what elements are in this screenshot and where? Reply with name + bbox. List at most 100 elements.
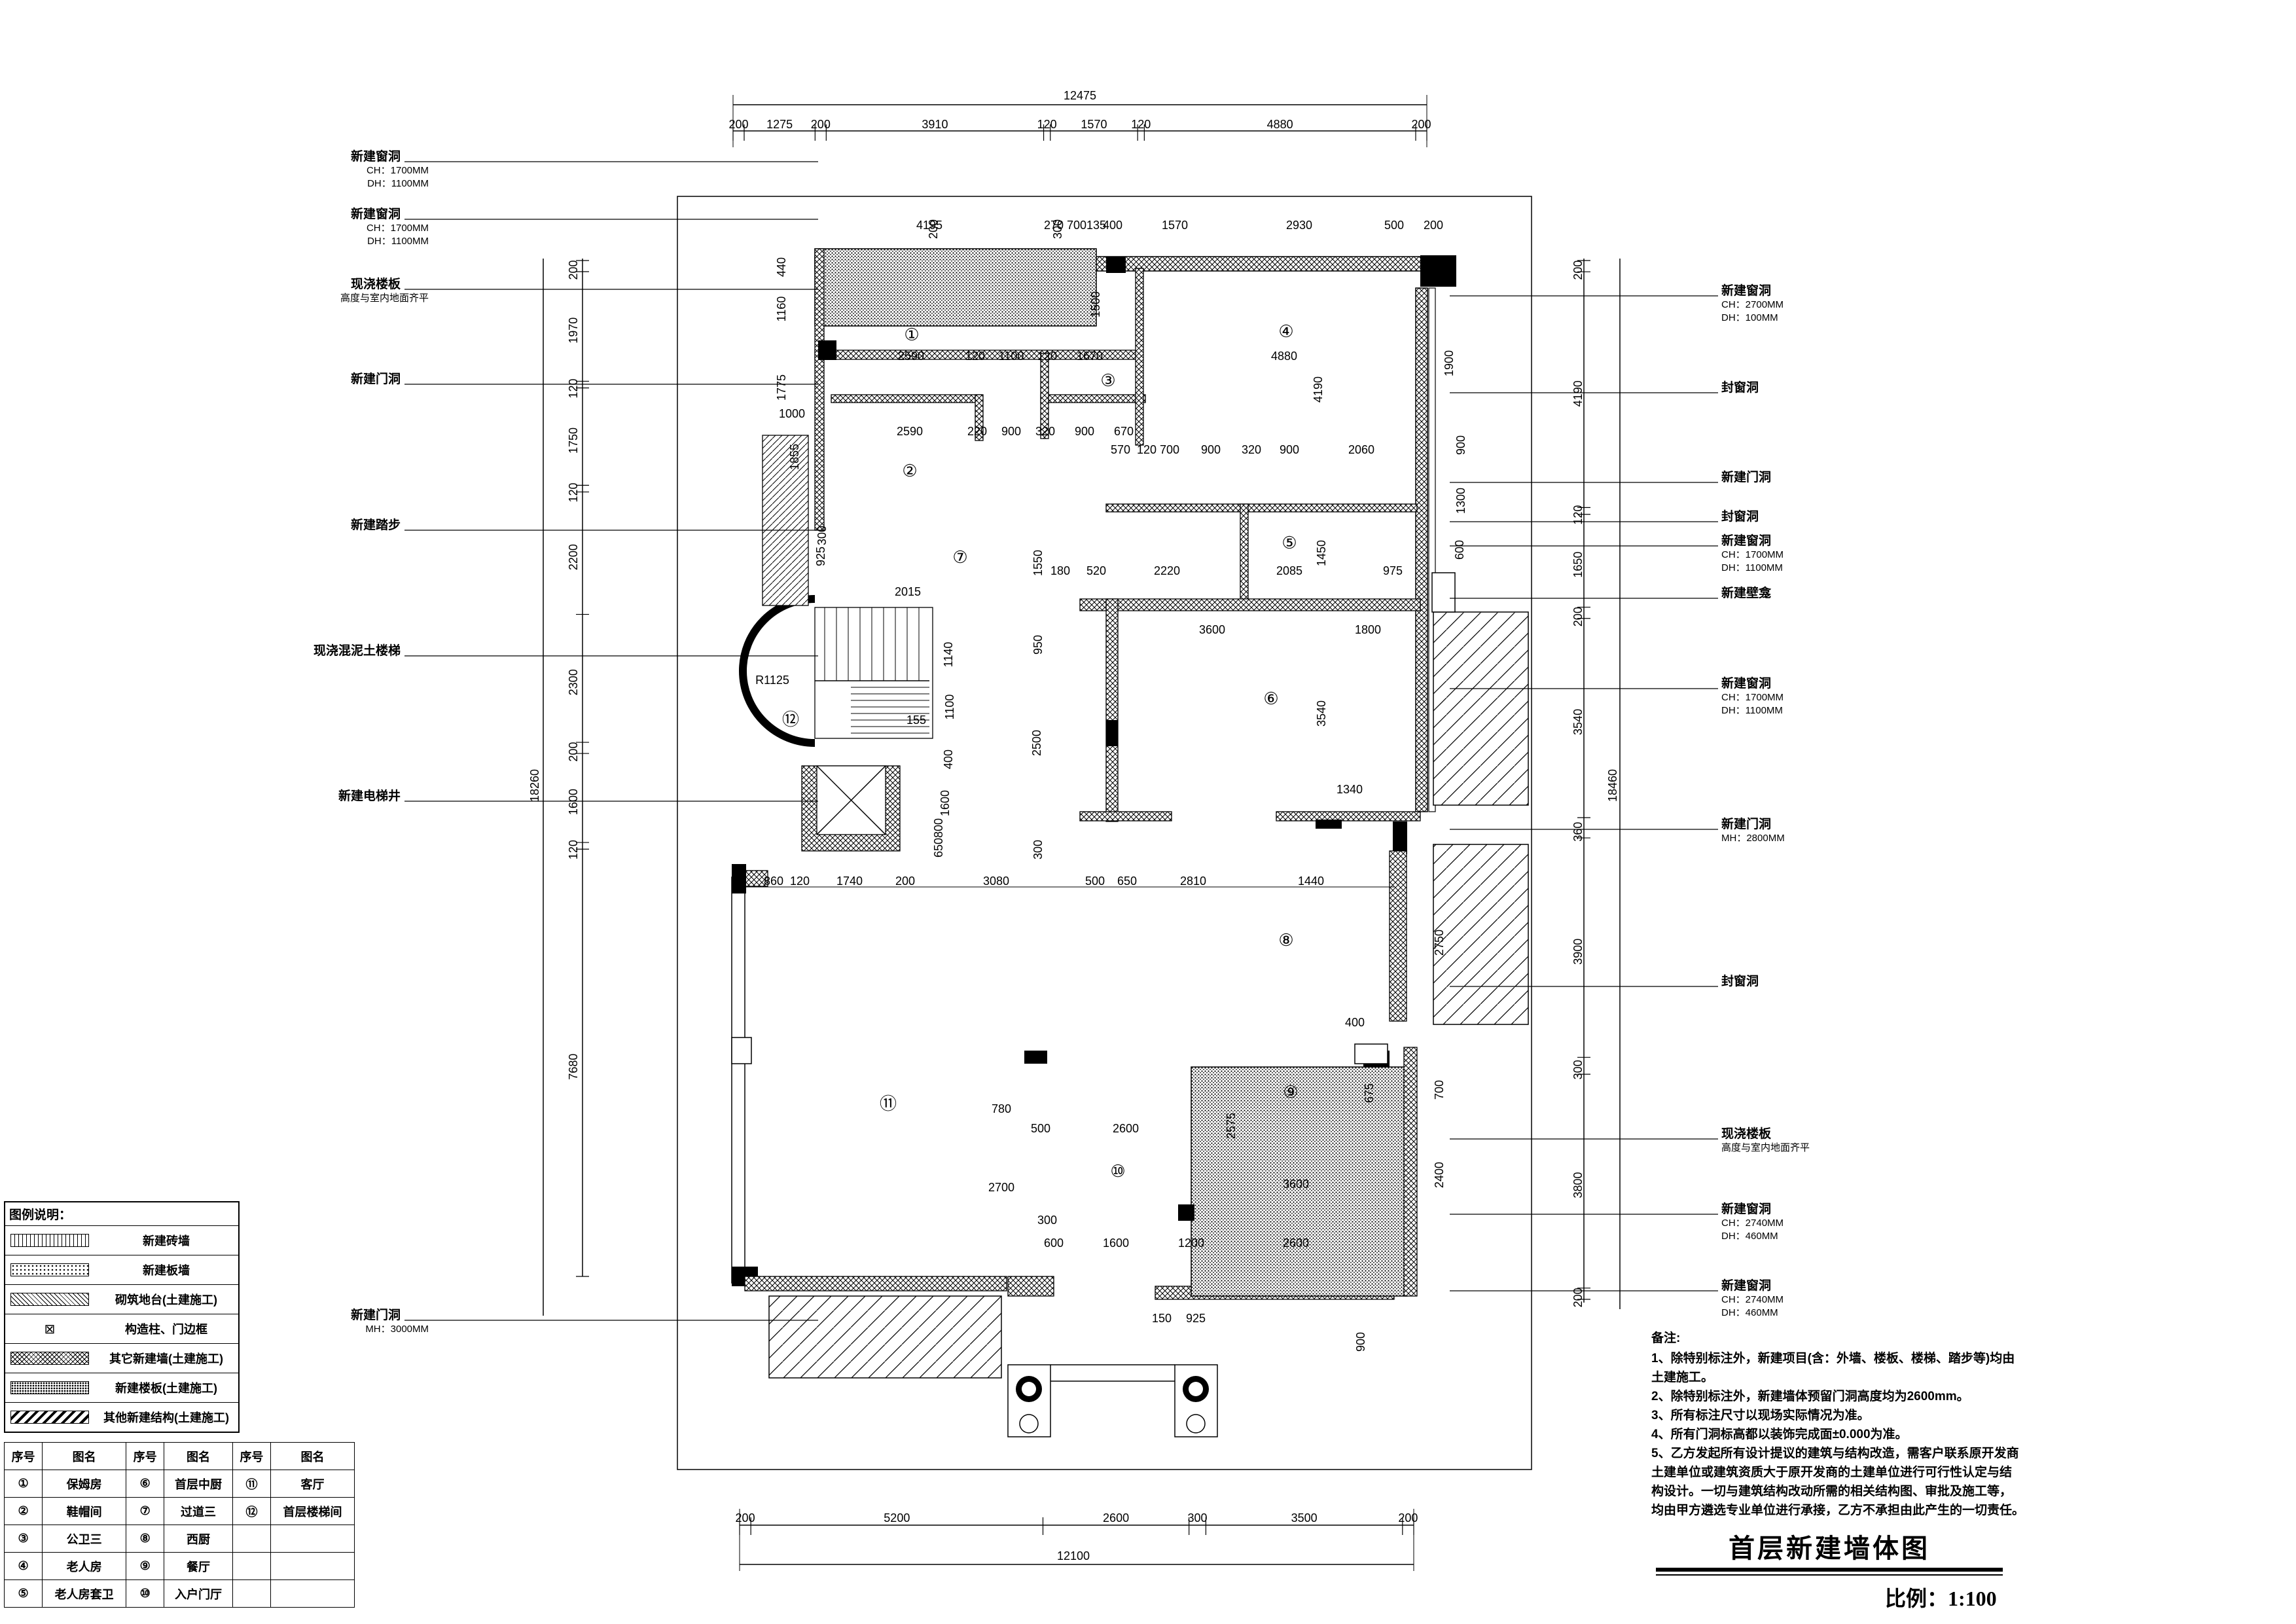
table-cell: 西厨 (164, 1525, 233, 1553)
inner-dimension-text: 860 (764, 875, 783, 888)
dimension-text: 300 (1571, 1060, 1585, 1079)
inner-dimension-text: 1800 (1355, 623, 1381, 636)
inner-dimension-text: 300 (1051, 219, 1064, 239)
inner-dimension-text: 600 (1453, 540, 1466, 560)
inner-dimension-text: 3540 (1315, 700, 1328, 727)
inner-dimension-text: 1775 (775, 374, 788, 401)
inner-dimension-text: 500 (1031, 1122, 1050, 1135)
dimension-text: 4880 (1267, 118, 1293, 131)
note-line: 构设计。一切与建筑结构改动所需的相关结构图、审批及施工等， (1651, 1485, 2013, 1498)
inner-dimension-text: 220 (967, 425, 987, 438)
room-10-label: ⑩ (1110, 1161, 1125, 1181)
legend-label: 其他新建结构(土建施工) (103, 1411, 229, 1424)
inner-dimension-text: 2700 (988, 1181, 1014, 1194)
callout-detail: 高度与室内地面齐平 (340, 293, 429, 304)
callout-title: 新建壁龛 (1721, 585, 1772, 600)
callout-detail: DH：1100MM (1721, 705, 1783, 716)
callout-title: 封窗洞 (1721, 509, 1759, 524)
dimension-text: 3900 (1571, 939, 1585, 965)
callout-title: 封窗洞 (1721, 380, 1759, 395)
dimension-text: 1275 (766, 118, 793, 131)
callout-detail: CH：1700MM (367, 165, 429, 176)
dimension-text: 1750 (567, 427, 580, 454)
callout-title: 新建窗洞 (1721, 533, 1771, 548)
callout-title: 现浇楼板 (1721, 1126, 1772, 1141)
inner-dimension-text: 155 (906, 713, 926, 727)
dimension-text: 7680 (567, 1054, 580, 1080)
legend-row-brick: 新建砖墙 (5, 1226, 238, 1255)
inner-dimension-text: 200 (895, 875, 915, 888)
table-cell: 公卫三 (42, 1525, 127, 1553)
note-line: 均由甲方遴选专业单位进行承接，乙方不承担由此产生的一切责任。 (1651, 1504, 2025, 1517)
inner-dimension-text: 780 (992, 1102, 1011, 1115)
note-line: 土建单位或建筑资质大于原开发商的土建单位进行可行性认定与结 (1651, 1466, 2013, 1479)
dimension-text: 1600 (567, 789, 580, 815)
note-line: 土建施工。 (1651, 1371, 1714, 1384)
inner-dimension-text: 650 (932, 838, 945, 857)
table-cell: ⑤ (3, 1579, 43, 1608)
inner-dimension-text: 900 (1075, 425, 1094, 438)
inner-dimension-text: 1855 (788, 444, 801, 470)
dimension-text: 200 (1571, 261, 1585, 280)
callout-detail: CH：1700MM (1721, 549, 1784, 560)
inner-dimension-text: 1570 (1162, 219, 1188, 232)
callout-detail: CH：1700MM (1721, 692, 1784, 703)
inner-dimension-text: 950 (1031, 635, 1045, 655)
dimension-text: 120 (567, 840, 580, 859)
table-cell: ① (3, 1470, 43, 1498)
inner-dimension-text: 500 (1384, 219, 1404, 232)
dimension-text: 120 (567, 379, 580, 399)
callout-detail: DH：460MM (1721, 1307, 1778, 1318)
callout-title: 新建窗洞 (1721, 676, 1771, 691)
table-cell: ⑫ (232, 1497, 272, 1525)
table-header: 图名 (270, 1442, 355, 1470)
dimension-text: 200 (1571, 607, 1585, 626)
drawing-frame (677, 196, 1532, 1470)
inner-dimension-text: 675 (1363, 1083, 1376, 1103)
table-cell: 入户门厅 (164, 1579, 233, 1608)
table-cell (270, 1579, 355, 1608)
inner-dimension-text: 120 (1037, 350, 1057, 363)
inner-dimension-text: 2575 (1225, 1113, 1238, 1139)
inner-dimension-text: 650 (1117, 875, 1137, 888)
callout-title: 新建窗洞 (1721, 1278, 1771, 1293)
dimension-text: 4190 (1571, 380, 1585, 406)
inner-dimension-text: 200 (927, 219, 940, 239)
drawing-title: 首层新建墙体图 (1729, 1534, 1930, 1563)
inner-dimension-text: 1000 (779, 407, 805, 420)
dimension-text: 200 (1411, 118, 1431, 131)
dimension-text: 120 (1131, 118, 1151, 131)
inner-dimension-text: 2930 (1286, 219, 1312, 232)
left-callouts: 新建窗洞CH：1700MMDH：1100MM新建窗洞CH：1700MMDH：11… (314, 149, 818, 1335)
dimension-text: 3500 (1291, 1511, 1318, 1525)
table-cell: ⑩ (126, 1579, 165, 1608)
table-cell: ⑥ (126, 1470, 165, 1498)
callout-detail: DH：1100MM (367, 236, 429, 247)
callout-title: 新建窗洞 (1721, 283, 1771, 298)
dimension-text: 1570 (1081, 118, 1107, 131)
inner-dimension-text: 320 (1242, 443, 1261, 456)
inner-dimension-text: 300 (1031, 840, 1045, 859)
inner-dimension-text: 700 (1160, 443, 1179, 456)
column-symbol-icon: ⊠ (44, 1322, 56, 1337)
callout-title: 新建窗洞 (351, 206, 401, 221)
structure-swatch (10, 1411, 89, 1424)
legend-row-board: 新建板墙 (5, 1255, 238, 1285)
inner-dimension-text: 2060 (1348, 443, 1374, 456)
table-header: 图名 (42, 1442, 127, 1470)
inner-dimension-text: 1100 (999, 350, 1024, 363)
inner-dimension-text: 925 (814, 547, 827, 566)
callout-title: 现浇楼板 (351, 276, 401, 291)
room-7-label: ⑦ (952, 547, 967, 567)
inner-dimension-text: 570 (1111, 443, 1130, 456)
inner-dimension-text: 2600 (1113, 1122, 1139, 1135)
room-12-label: ⑫ (782, 710, 799, 729)
callout-detail: MH：3000MM (365, 1324, 429, 1335)
